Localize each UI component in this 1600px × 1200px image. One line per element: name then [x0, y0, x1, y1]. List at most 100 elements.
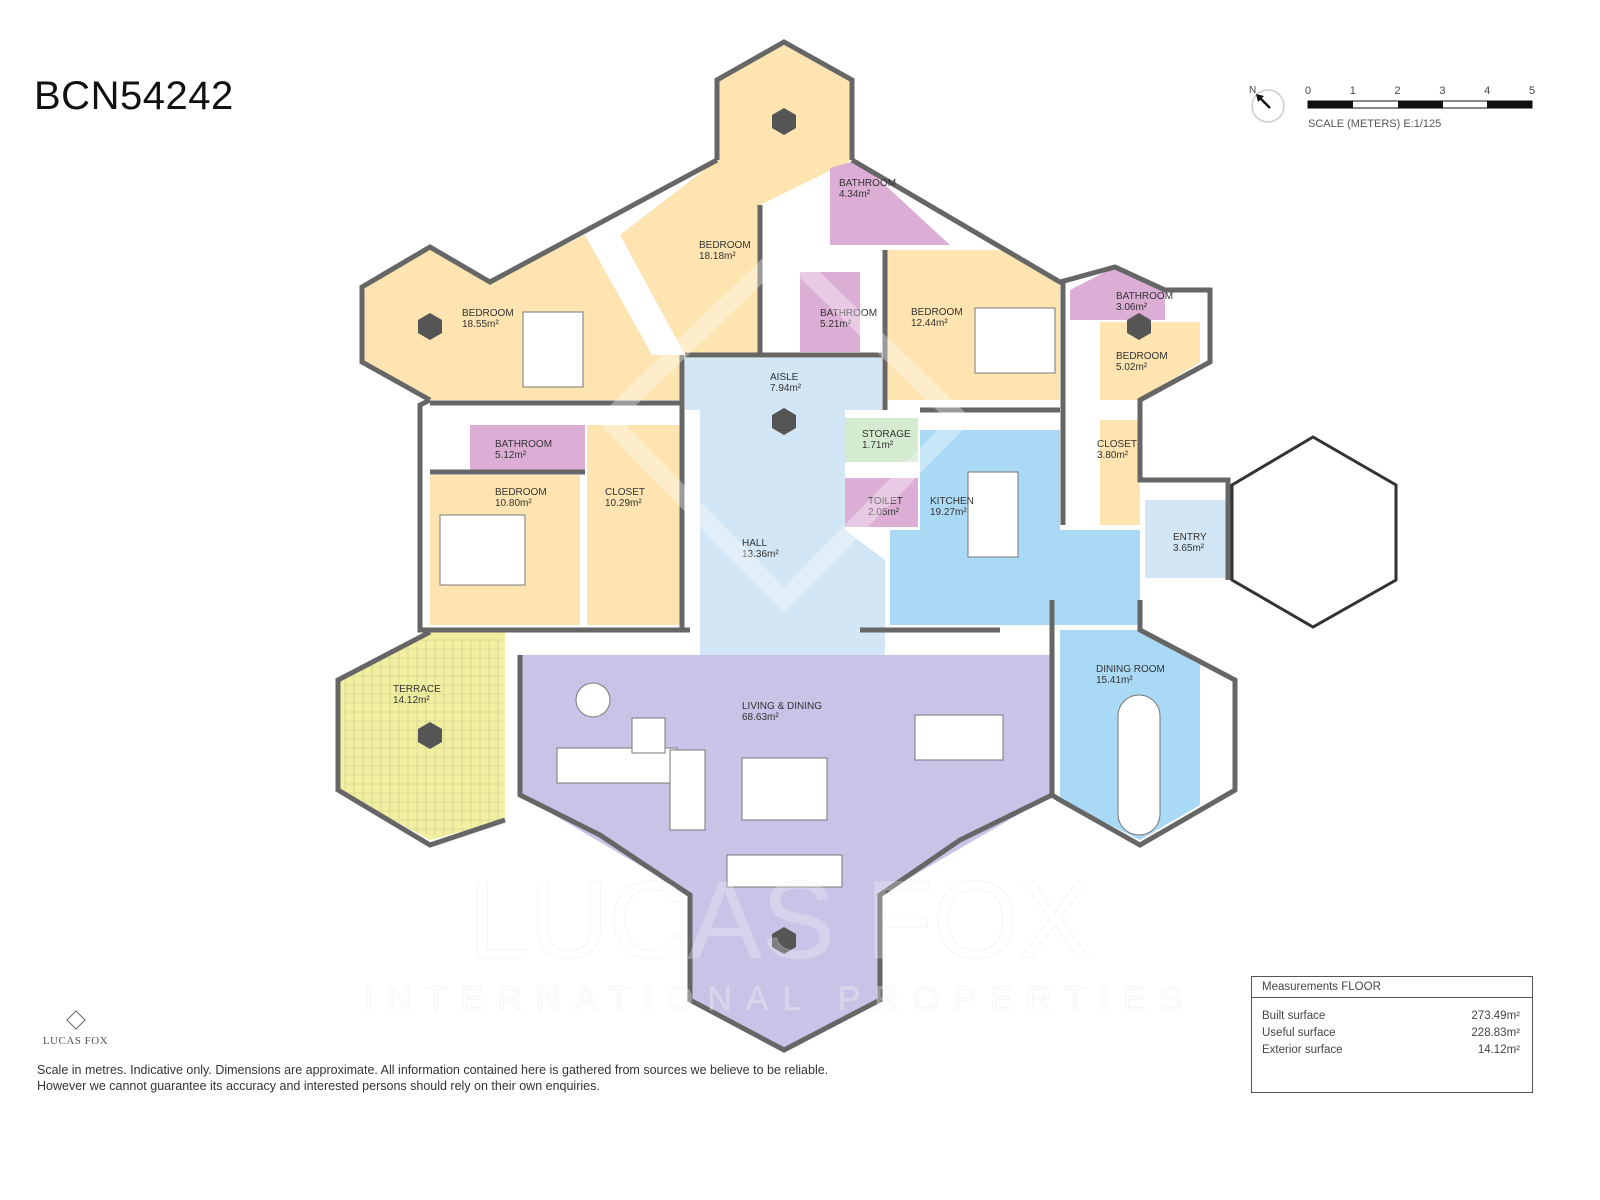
- measurement-value: 14.12m²: [1477, 1044, 1520, 1056]
- sofa: [556, 747, 678, 784]
- measurement-row: Useful surface 228.83m²: [1252, 1025, 1532, 1042]
- room-area: 4.34m²: [839, 189, 871, 200]
- room-name: BATHROOM: [495, 439, 552, 450]
- room-area: 18.18m²: [699, 251, 736, 262]
- room-closet-10-29: [587, 425, 680, 625]
- scale-label: SCALE (METERS) E:1/125: [1308, 118, 1442, 130]
- measurement-label: Useful surface: [1262, 1027, 1336, 1039]
- scale-tick-label: 2: [1395, 85, 1401, 97]
- room-name: STORAGE: [862, 429, 911, 440]
- measurement-value: 228.83m²: [1471, 1027, 1520, 1039]
- room-toilet: [845, 478, 918, 527]
- walls: [335, 39, 1238, 1053]
- room-name: DINING ROOM: [1096, 664, 1165, 675]
- column: [418, 313, 442, 340]
- oval-table: [1117, 694, 1161, 836]
- measurement-value: 273.49m²: [1471, 1010, 1520, 1022]
- room-area: 10.80m²: [495, 498, 532, 509]
- room-bathroom-5-21: [800, 272, 860, 352]
- terrace-tiles: [344, 639, 503, 835]
- room-area: 19.27m²: [930, 507, 967, 518]
- logo-diamond-icon: [65, 1010, 86, 1030]
- outer-walls: [1230, 435, 1398, 629]
- room-area: 2.05m²: [868, 507, 900, 518]
- column: [772, 408, 796, 435]
- measurements-table: Measurements FLOOR Built surface 273.49m²…: [1251, 976, 1533, 1093]
- round-table: [575, 682, 611, 718]
- measurement-label: Exterior surface: [1262, 1044, 1343, 1056]
- bed: [522, 311, 584, 388]
- scale-tick-label: 5: [1529, 85, 1535, 97]
- room-area: 5.21m²: [820, 319, 852, 330]
- room-name: BATHROOM: [1116, 291, 1173, 302]
- scale-tick-label: 4: [1484, 85, 1490, 97]
- room-area: 18.55m²: [462, 319, 499, 330]
- sofa: [669, 749, 706, 831]
- room-name: CLOSET: [605, 487, 645, 498]
- room-area: 10.29m²: [605, 498, 642, 509]
- room-name: BATHROOM: [820, 308, 877, 319]
- room-area: 3.80m²: [1097, 450, 1129, 461]
- room-name: CLOSET: [1097, 439, 1137, 450]
- room-name: LIVING & DINING: [742, 701, 822, 712]
- bed: [974, 307, 1056, 374]
- room-bedroom-5-02: [1100, 322, 1200, 400]
- room-name: BEDROOM: [495, 487, 547, 498]
- scale-tick-label: 1: [1350, 85, 1356, 97]
- measurement-row: Built surface 273.49m²: [1252, 1008, 1532, 1025]
- room-area: 5.12m²: [495, 450, 527, 461]
- room-bathroom-4-34: [830, 160, 950, 245]
- room-name: BEDROOM: [1116, 351, 1168, 362]
- room-area: 3.65m²: [1173, 543, 1205, 554]
- room-area: 68.63m²: [742, 712, 779, 723]
- room-name: KITCHEN: [930, 496, 974, 507]
- room-area: 13.36m²: [742, 549, 779, 560]
- room-name: BEDROOM: [911, 307, 963, 318]
- room-name: BEDROOM: [462, 308, 514, 319]
- room-area: 5.02m²: [1116, 362, 1148, 373]
- room-name: HALL: [742, 538, 767, 549]
- measurements-title: Measurements FLOOR: [1252, 977, 1532, 998]
- room-hall: [700, 410, 885, 655]
- scale-tick-label: 3: [1439, 85, 1445, 97]
- room-area: 15.41m²: [1096, 675, 1133, 686]
- watermark-brand: LUCAS FOX: [468, 859, 1091, 982]
- coffee-table: [741, 757, 828, 821]
- room-bathroom-5-12: [470, 425, 585, 470]
- furniture: [439, 307, 1161, 888]
- room-area: 3.06m²: [1116, 302, 1148, 313]
- room-area: 7.94m²: [770, 383, 802, 394]
- room-entry: [1145, 500, 1228, 578]
- measurement-row: Exterior surface 14.12m²: [1252, 1042, 1532, 1059]
- watermark: [595, 237, 973, 613]
- room-name: ENTRY: [1173, 532, 1207, 543]
- column: [1127, 313, 1151, 340]
- measurement-label: Built surface: [1262, 1010, 1326, 1022]
- room-name: BEDROOM: [699, 240, 751, 251]
- brand-logo: LUCAS FOX: [38, 1010, 113, 1047]
- property-reference: BCN54242: [34, 74, 234, 118]
- room-name: AISLE: [770, 372, 799, 383]
- room-closet-3-80: [1100, 420, 1140, 525]
- north-label: N: [1249, 85, 1256, 96]
- scale-tick-label: 0: [1305, 85, 1311, 97]
- watermark-tagline: INTERNATIONAL PROPERTIES: [364, 980, 1196, 1018]
- room-area: 14.12m²: [393, 695, 430, 706]
- room-name: BATHROOM: [839, 178, 896, 189]
- north-arrow: N: [1249, 85, 1285, 123]
- room-storage: [845, 418, 918, 462]
